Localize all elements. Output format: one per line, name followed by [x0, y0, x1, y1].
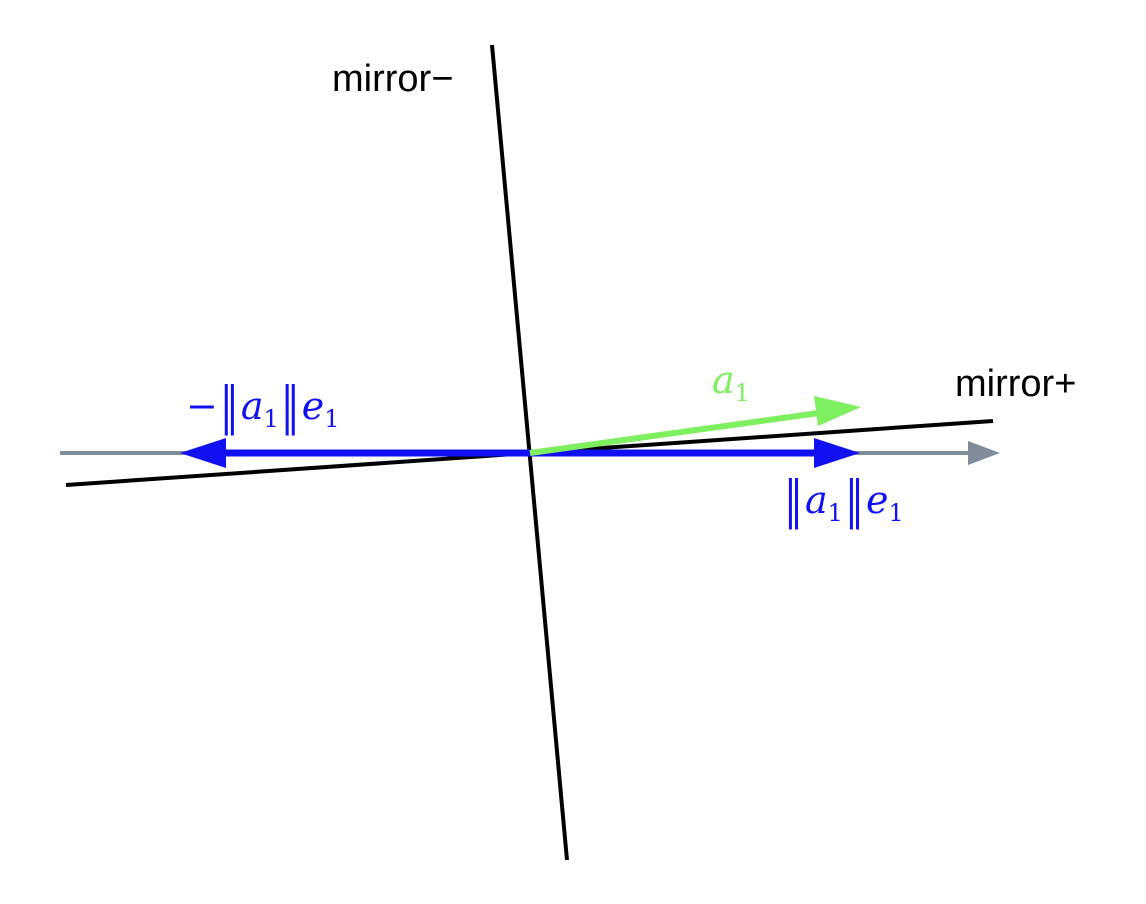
neg-norm-label: −‖a1‖e1	[186, 376, 340, 436]
mirror-minus-label: mirror−	[332, 58, 454, 100]
axis-arrowhead	[968, 441, 1000, 465]
pos-norm-label: ‖a1‖e1	[784, 470, 904, 530]
a1-vector-shaft	[529, 409, 827, 456]
mirror-plus-label: mirror+	[955, 363, 1077, 405]
a1-vector-arrowhead	[814, 396, 861, 426]
neg-projection-arrowhead	[180, 438, 226, 468]
pos-projection-arrowhead	[814, 438, 860, 468]
a1-label: a1	[712, 358, 750, 407]
